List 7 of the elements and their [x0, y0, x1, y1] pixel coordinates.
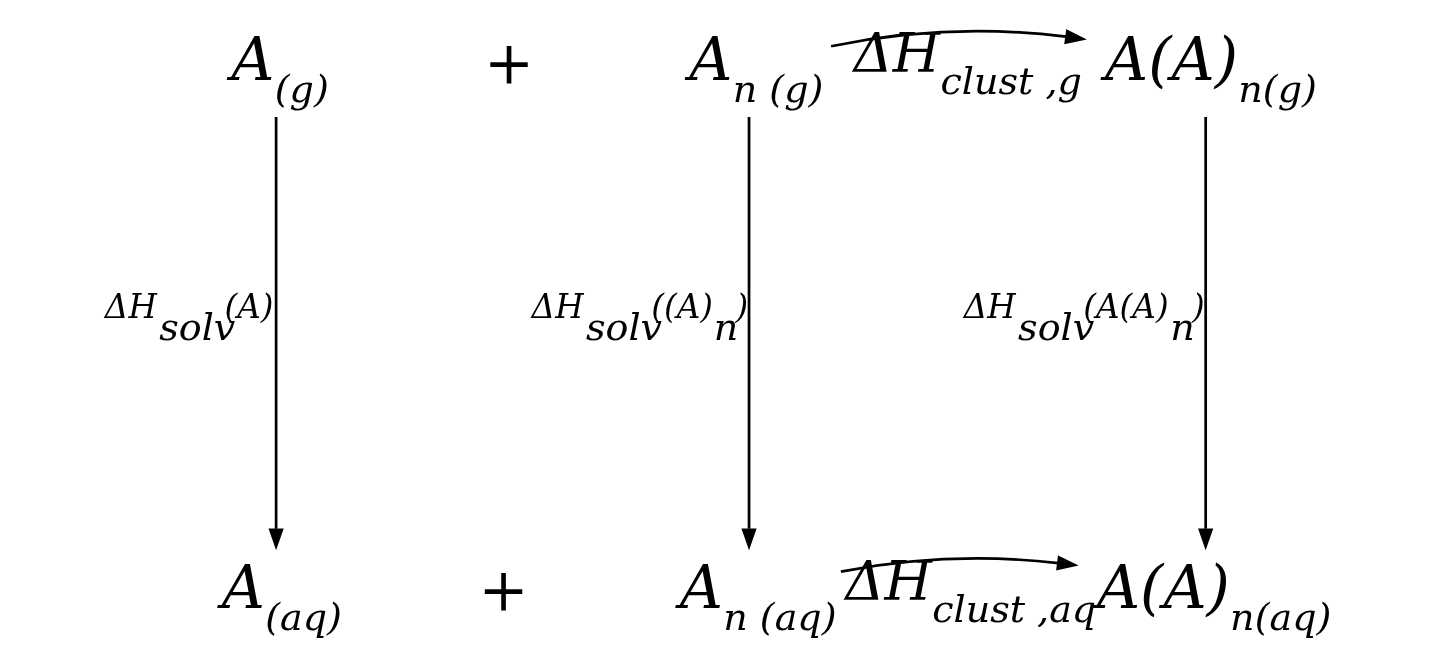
arrow: [830, 29, 1087, 48]
label: +: [478, 555, 529, 625]
arrow: [840, 555, 1079, 573]
arrow: [740, 116, 757, 551]
arrow: [1197, 116, 1213, 551]
arrow: [268, 116, 284, 551]
label: +: [483, 28, 534, 98]
